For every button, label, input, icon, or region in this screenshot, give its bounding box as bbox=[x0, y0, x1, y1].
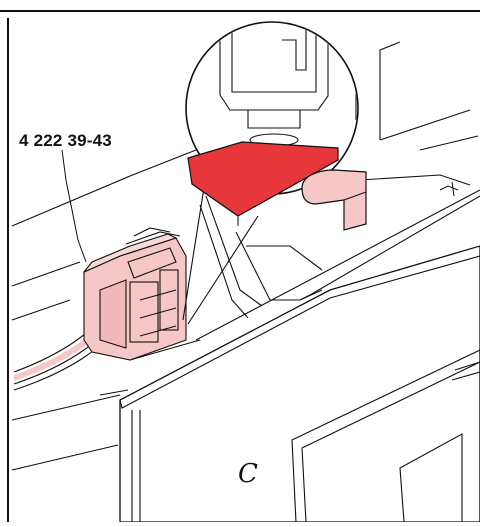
wire-fill bbox=[14, 303, 118, 381]
pink-hook-part bbox=[301, 169, 367, 231]
part-number-callout: 4 222 39-43 bbox=[19, 131, 112, 150]
panel-marking: C bbox=[238, 459, 258, 489]
front-cover-panel bbox=[119, 245, 480, 523]
zoom-cone bbox=[182, 174, 259, 325]
cover-edges bbox=[119, 189, 480, 522]
housing-lines bbox=[11, 41, 479, 471]
microswitch-assembly bbox=[83, 227, 187, 361]
detail-marks bbox=[439, 181, 459, 197]
lever-edge bbox=[191, 183, 239, 217]
callout-leader-line bbox=[61, 149, 87, 263]
